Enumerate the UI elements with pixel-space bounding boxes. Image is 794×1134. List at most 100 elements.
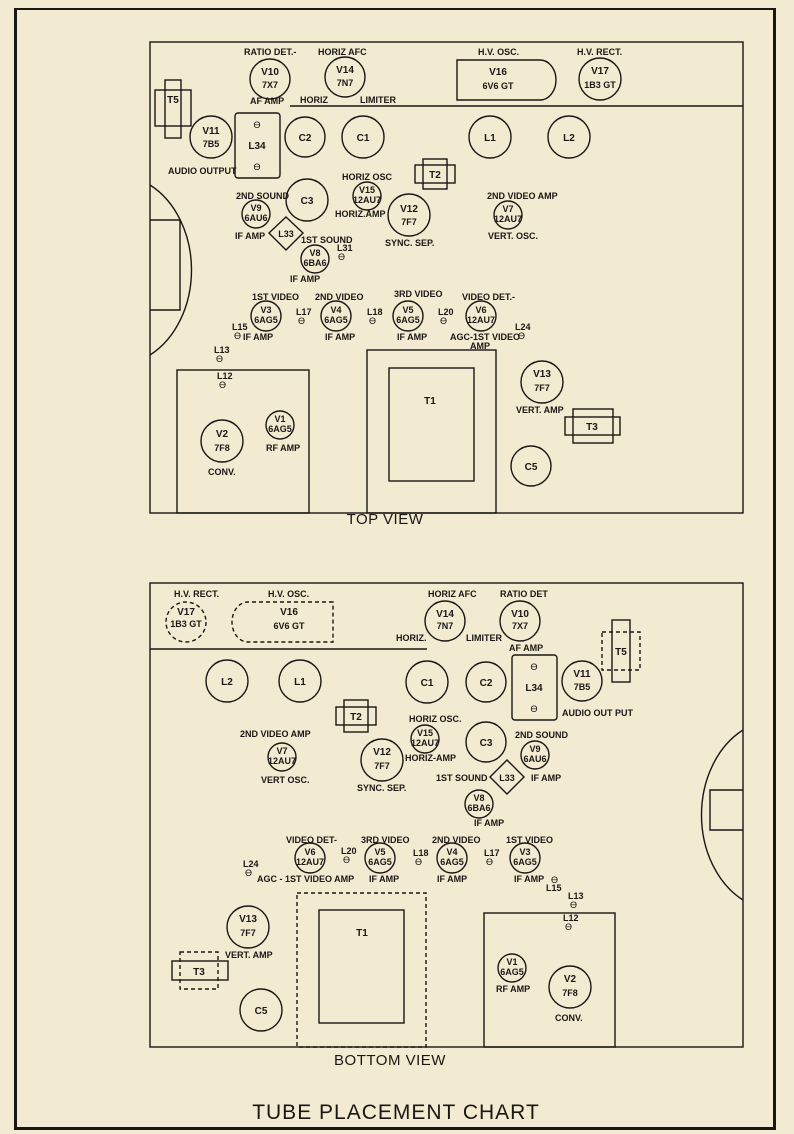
svg-text:6AU6: 6AU6: [244, 213, 267, 223]
transformer-t2[interactable]: T2: [414, 158, 456, 190]
capacitor-c3-bottom[interactable]: C3: [465, 721, 507, 763]
coil-l1[interactable]: L1: [468, 115, 512, 159]
capacitor-c5-bottom[interactable]: C5: [239, 988, 283, 1032]
tube-v11-bottom[interactable]: V11 7B5: [561, 660, 603, 702]
svg-text:ϴ: ϴ: [530, 704, 537, 714]
tube-v12-bottom[interactable]: V12 7F7: [360, 738, 404, 782]
tube-v8[interactable]: V8 6BA6: [300, 244, 330, 274]
tube-v5-bottom[interactable]: V5 6AG5: [364, 842, 396, 874]
tube-v10[interactable]: V10 7X7: [249, 58, 291, 100]
top-view-caption: TOP VIEW: [347, 511, 424, 528]
tube-v3-bottom[interactable]: V3 6AG5: [509, 842, 541, 874]
tube-v14-bottom[interactable]: V14 7N7: [424, 600, 466, 642]
coil-l31[interactable]: L31 ϴ: [337, 243, 353, 262]
transformer-t1[interactable]: T1: [366, 349, 497, 514]
svg-text:L31: L31: [337, 243, 353, 253]
tube-v6-bottom[interactable]: V6 12AU7: [294, 842, 326, 874]
capacitor-c1-bottom[interactable]: C1: [405, 660, 449, 704]
coil-l2[interactable]: L2: [547, 115, 591, 159]
label-hv-osc: H.V. OSC.: [478, 47, 519, 57]
tube-v15[interactable]: V15 12AU7: [352, 181, 382, 211]
label-audio-output: AUDIO OUTPUT: [168, 166, 237, 176]
tube-v1[interactable]: V1 6AG5: [265, 410, 295, 440]
svg-text:V17: V17: [177, 607, 195, 618]
label-if-amp-v4: IF AMP: [325, 332, 355, 342]
capacitor-c1[interactable]: C1: [341, 115, 385, 159]
label-limiter: LIMITER: [360, 95, 396, 105]
svg-text:7F7: 7F7: [534, 383, 550, 393]
tube-v1-bottom[interactable]: V1 6AG5: [497, 953, 527, 983]
svg-text:ϴ: ϴ: [518, 331, 525, 341]
label-if-amp-v3: IF AMP: [243, 332, 273, 342]
coil-l1-bottom[interactable]: L1: [278, 659, 322, 703]
coil-l34[interactable]: ϴ L34 ϴ: [234, 112, 281, 179]
tube-v4-bottom[interactable]: V4 6AG5: [436, 842, 468, 874]
tube-v16[interactable]: V16 6V6 GT: [456, 59, 557, 101]
svg-text:L18: L18: [413, 848, 429, 858]
tube-v17[interactable]: V17 1B3 GT: [578, 57, 622, 101]
label-2nd-video-b: 2ND VIDEO: [432, 835, 481, 845]
tube-v7[interactable]: V7 12AU7: [493, 200, 523, 230]
tube-v4[interactable]: V4 6AG5: [320, 300, 352, 332]
transformer-t5[interactable]: T5: [154, 79, 192, 139]
tube-v13-bottom[interactable]: V13 7F7: [226, 905, 270, 949]
svg-text:V12: V12: [373, 747, 391, 758]
tube-v5[interactable]: V5 6AG5: [392, 300, 424, 332]
svg-text:6AG5: 6AG5: [268, 424, 292, 434]
label-horiz-amp-b: HORIZ-AMP: [405, 753, 456, 763]
tube-v7-bottom[interactable]: V7 12AU7: [267, 742, 297, 772]
tube-v6[interactable]: V6 12AU7: [465, 300, 497, 332]
tube-v16-bottom[interactable]: V16 6V6 GT: [231, 601, 334, 643]
tube-v2[interactable]: V2 7F8: [200, 419, 244, 463]
label-rf-amp: RF AMP: [266, 443, 300, 453]
tube-v11[interactable]: V11 7B5: [189, 115, 233, 159]
tube-v14[interactable]: V14 7N7: [324, 56, 366, 98]
svg-text:7N7: 7N7: [437, 621, 454, 631]
label-if-amp-v5: IF AMP: [397, 332, 427, 342]
coil-l33[interactable]: L33: [267, 216, 305, 251]
label-horiz-afc-b: HORIZ AFC: [428, 589, 477, 599]
capacitor-c5[interactable]: C5: [510, 445, 552, 487]
coil-l2-bottom[interactable]: L2: [205, 659, 249, 703]
tube-v2-bottom[interactable]: V2 7F8: [548, 965, 592, 1009]
svg-text:T5: T5: [615, 647, 627, 658]
tube-v9-bottom[interactable]: V9 6AU6: [520, 740, 550, 770]
tube-v10-bottom[interactable]: V10 7X7: [499, 600, 541, 642]
svg-text:L15: L15: [232, 322, 248, 332]
tube-v17-bottom[interactable]: V17 1B3 GT: [165, 601, 207, 643]
transformer-t1-bottom[interactable]: T1: [296, 892, 427, 1048]
coil-l34-bottom[interactable]: ϴ L34 ϴ: [511, 654, 558, 721]
tube-v13[interactable]: V13 7F7: [520, 360, 564, 404]
capacitor-c2[interactable]: C2: [284, 116, 326, 158]
svg-text:L13: L13: [568, 891, 584, 901]
svg-text:V1: V1: [506, 957, 517, 967]
capacitor-c2-bottom[interactable]: C2: [465, 661, 507, 703]
svg-text:ϴ: ϴ: [245, 868, 252, 878]
tube-v9[interactable]: V9 6AU6: [241, 199, 271, 229]
transformer-t3[interactable]: T3: [564, 408, 621, 444]
tube-v8-bottom[interactable]: V8 6BA6: [464, 789, 494, 819]
coil-l33-bottom[interactable]: L33: [489, 759, 525, 795]
tube-v3[interactable]: V3 6AG5: [250, 300, 282, 332]
transformer-t3-bottom[interactable]: T3: [171, 951, 229, 990]
tube-v15-bottom[interactable]: V15 12AU7: [410, 724, 440, 754]
capacitor-c3[interactable]: C3: [285, 178, 329, 222]
transformer-t2-bottom[interactable]: T2: [335, 699, 377, 733]
tube-v12[interactable]: V12 7F7: [387, 193, 431, 237]
transformer-t5-bottom[interactable]: T5: [601, 619, 641, 683]
label-af-amp: AF AMP: [250, 96, 284, 106]
